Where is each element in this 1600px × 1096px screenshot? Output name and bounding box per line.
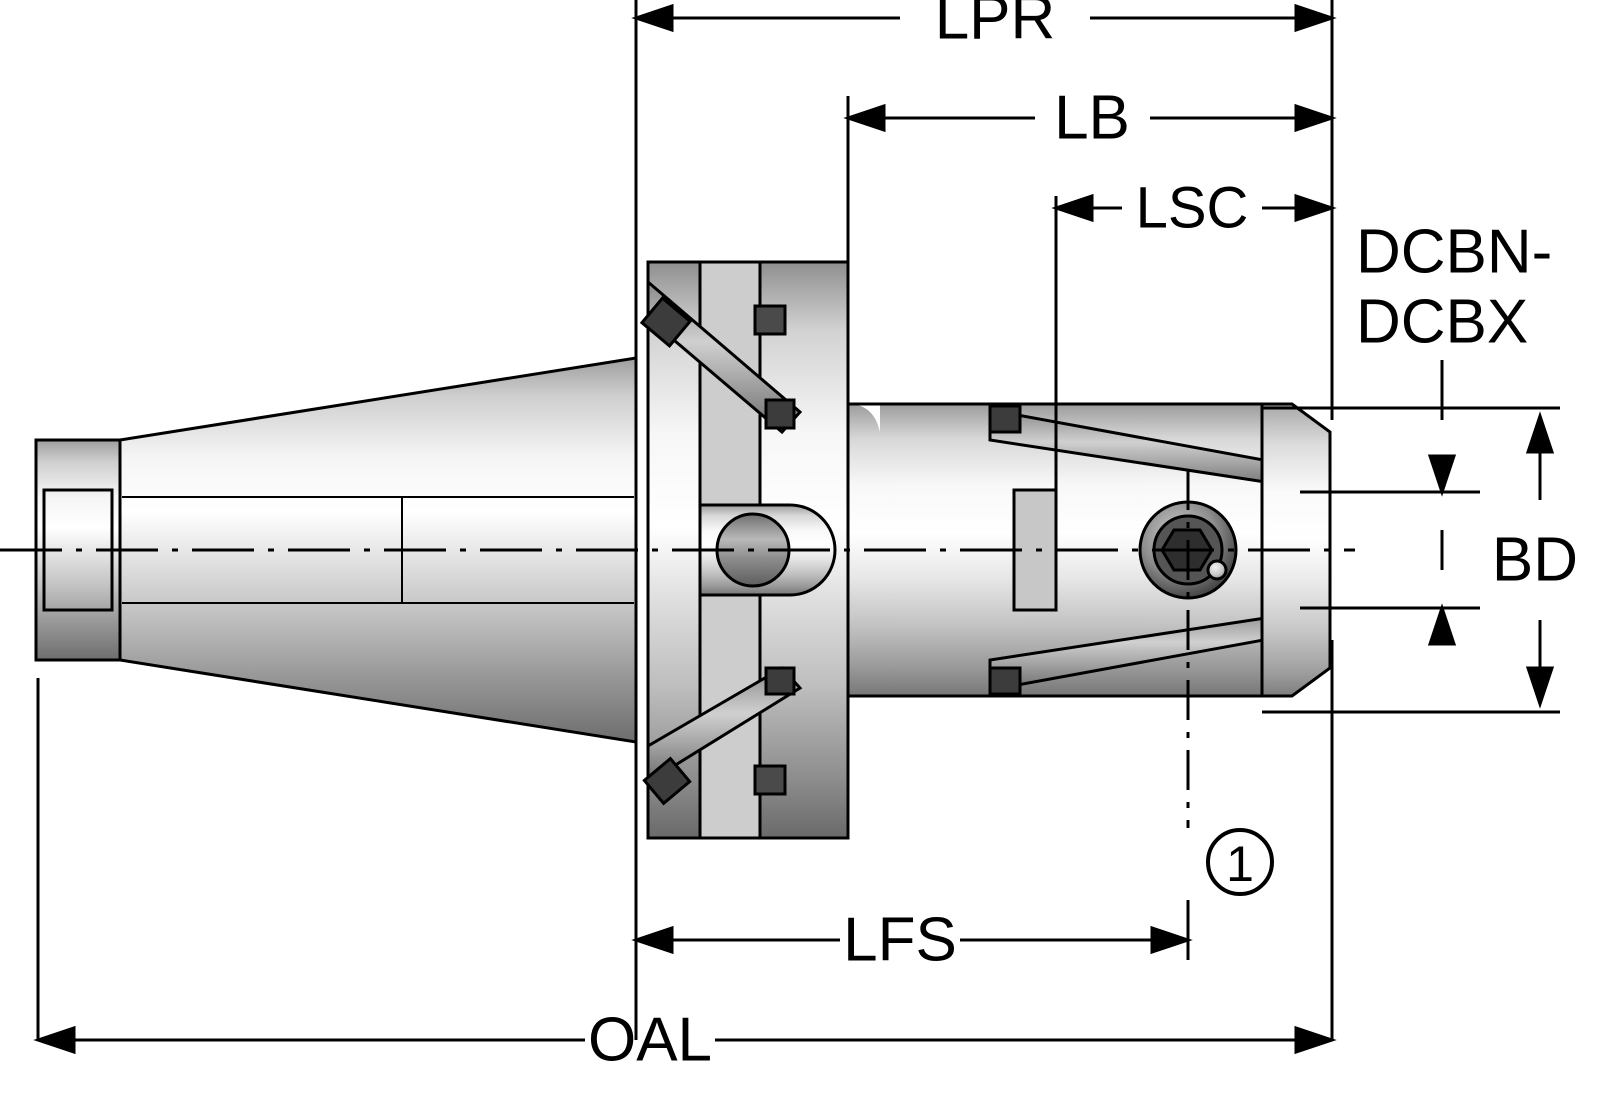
dimension-label-lsc: LSC [1136,176,1249,241]
tool-holder-body [0,196,1355,840]
retention-knob-bore [42,488,114,612]
dimension-lb: LB [843,84,1337,153]
callout-label-1: 1 [1226,836,1254,892]
set-screw-pin [1206,559,1228,581]
callout-balloon-1: 1 [1206,828,1274,896]
dimension-dcbn-dcbx: DCBN- DCBX [1356,218,1552,646]
dimension-lpr: LPR [631,0,1337,53]
dimension-label-dcbn: DCBN- [1356,218,1552,287]
dimension-label-dcbx: DCBX [1356,288,1528,357]
dimension-label-lfs: LFS [843,906,957,975]
dimension-label-bd: BD [1492,526,1578,595]
dimension-label-lb: LB [1054,84,1130,153]
dimension-oal: OAL [33,1006,1337,1075]
dimension-lines: LPR LB LSC DCBN- DCBX [33,0,1578,1075]
drive-slot-upper [639,278,803,435]
coolant-groove [1012,488,1058,612]
extension-lines [634,0,1560,1040]
dimension-bd: BD [1492,411,1578,709]
drive-slot-lower [642,666,803,806]
dimension-label-lpr: LPR [935,0,1056,53]
dimension-lsc: LSC [1051,176,1337,241]
body-fillet-top [848,404,880,432]
dimension-label-oal: OAL [588,1006,712,1075]
dimension-lfs: LFS [631,906,1193,975]
